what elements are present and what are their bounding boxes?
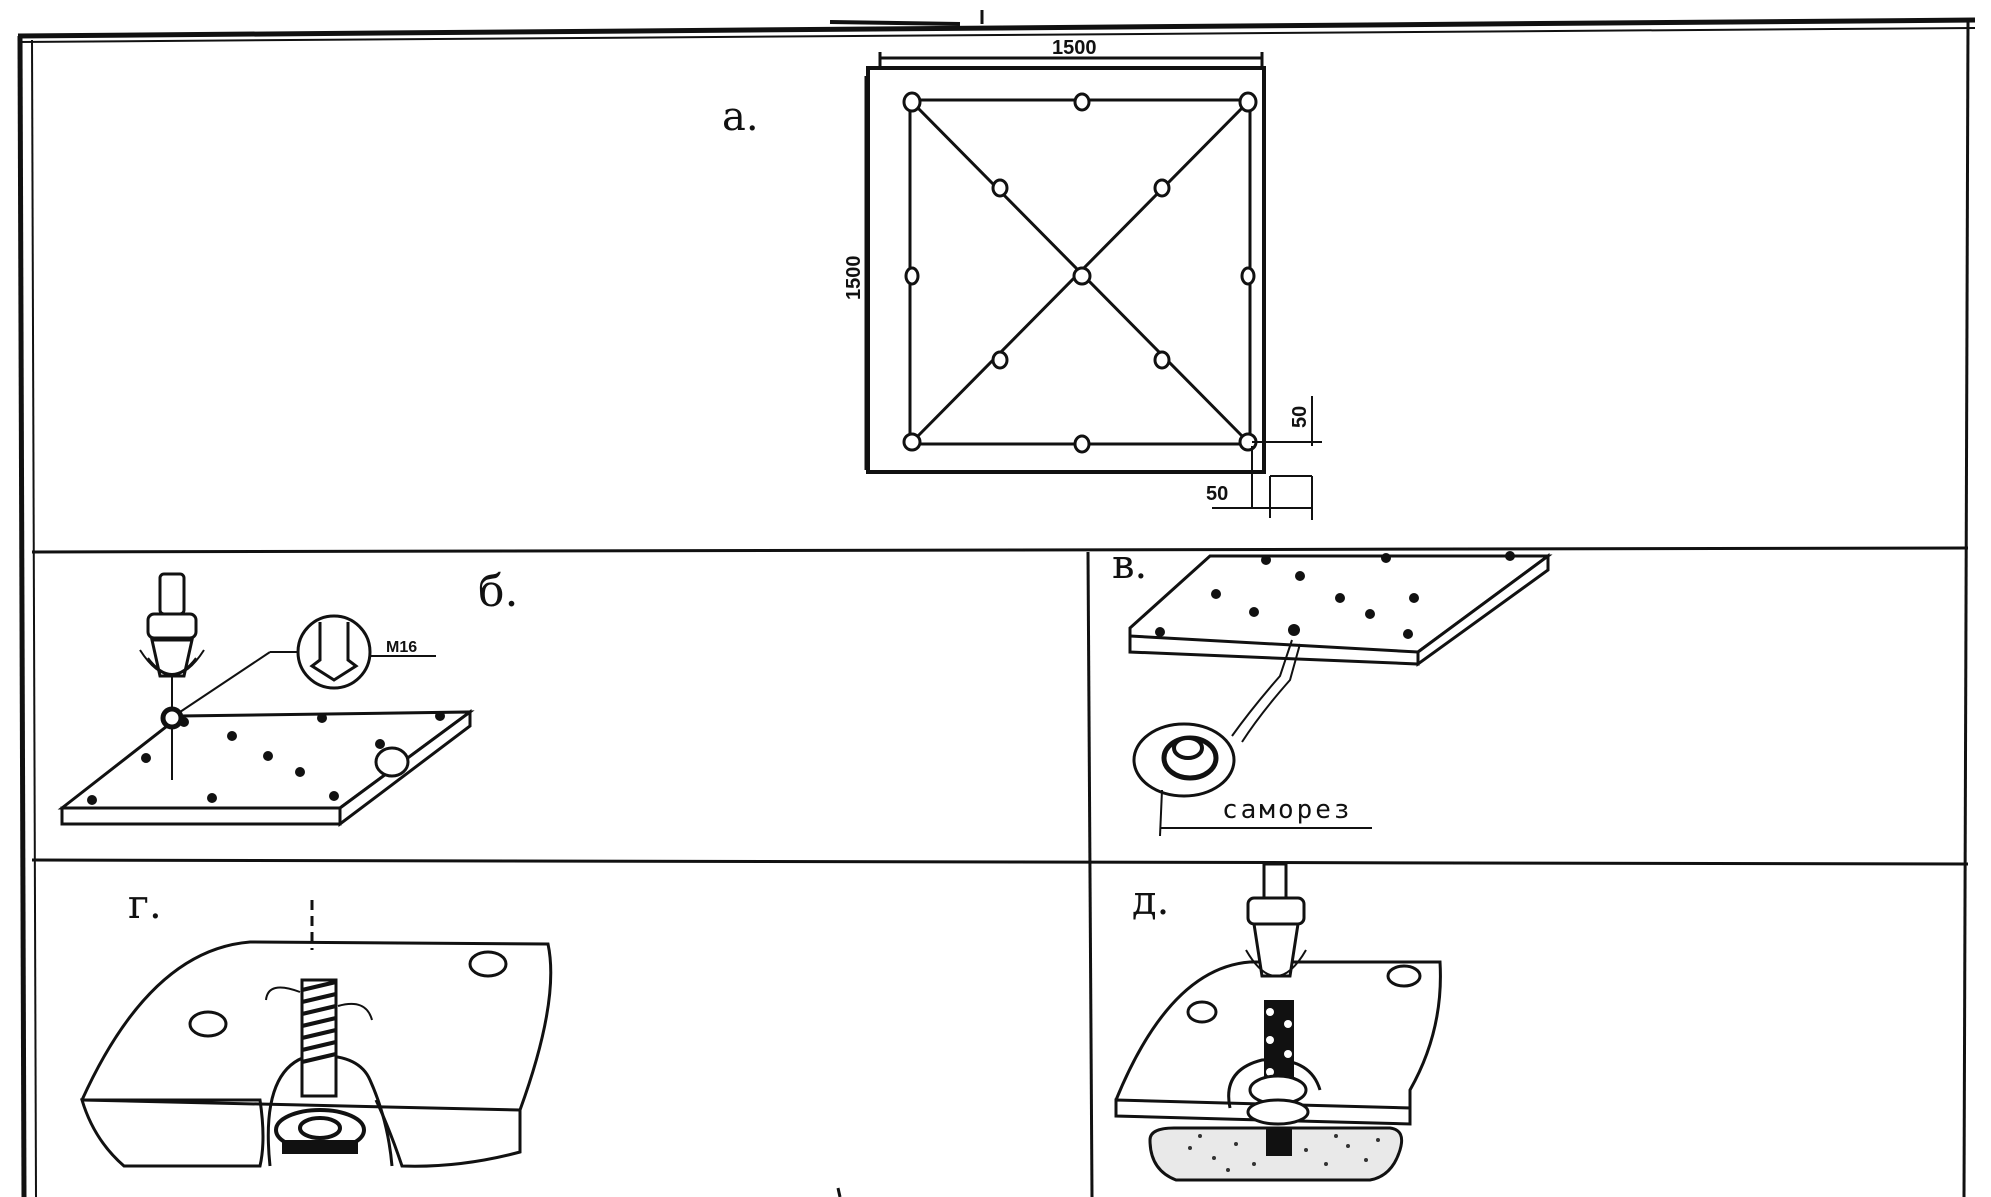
screw-point xyxy=(1240,266,1256,286)
screw-points xyxy=(902,91,1258,454)
thread-note: М16 xyxy=(386,639,417,656)
panel-v-label: в. xyxy=(1112,542,1147,588)
dimension-width: 1500 xyxy=(1052,37,1097,59)
panel-b: б. xyxy=(57,566,518,828)
screw-point xyxy=(902,432,922,452)
dimension-offset-horizontal: 50 xyxy=(1206,483,1228,505)
screw-detail-callout: саморез xyxy=(1132,639,1372,837)
panel-d-label: д. xyxy=(1132,878,1169,924)
screw-point xyxy=(1153,178,1171,198)
dimension-height: 1500 xyxy=(843,256,865,301)
screw-point xyxy=(991,350,1009,370)
screw-fastener xyxy=(1246,1000,1310,1126)
screw-point xyxy=(991,178,1009,198)
screw-point xyxy=(1073,92,1091,112)
panel-a: а. 1500 1500 xyxy=(722,37,1322,520)
sheet-frame xyxy=(17,10,1976,1197)
panel-g-label: г. xyxy=(128,882,162,928)
sheet-plate xyxy=(1128,551,1553,667)
screw-point xyxy=(1153,350,1171,370)
screw-point xyxy=(1072,266,1092,286)
screw-point xyxy=(1238,91,1258,113)
screw-point xyxy=(1073,434,1091,454)
panel-b-label: б. xyxy=(478,566,518,617)
dimension-offset-vertical: 50 xyxy=(1289,406,1311,428)
screwdriver-tool xyxy=(1245,862,1307,978)
screw-point xyxy=(902,91,922,113)
panel-d: д. xyxy=(1114,862,1442,1182)
screw-fastener xyxy=(265,900,373,1154)
self-tapping-screw-label: саморез xyxy=(1222,795,1353,825)
sheet-plate xyxy=(57,709,475,828)
screw-point xyxy=(904,266,920,286)
panel-g: г. xyxy=(79,882,553,1168)
base-substrate xyxy=(1148,1126,1404,1182)
thread-detail-callout: М16 xyxy=(179,614,436,713)
panel-v: в. саморез xyxy=(1112,542,1553,837)
sheet-outline xyxy=(866,66,1266,474)
panel-a-label: а. xyxy=(722,94,759,140)
drill-tool xyxy=(139,572,205,780)
